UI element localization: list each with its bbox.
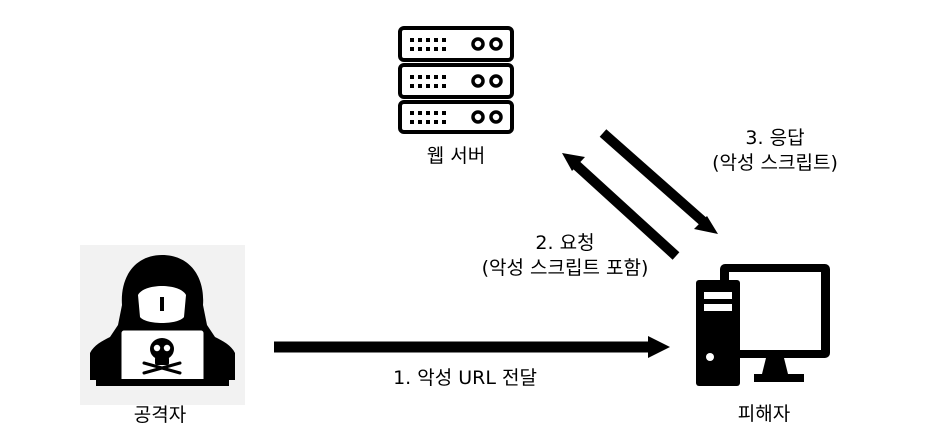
step3-label: 3. 응답: [745, 127, 805, 149]
step1-label: 1. 악성 URL 전달: [393, 367, 537, 389]
step2-label: 2. 요청: [535, 232, 595, 254]
attacker-label: 공격자: [133, 404, 187, 426]
arrow-step2: [562, 153, 680, 260]
server-label: 웹 서버: [426, 145, 486, 167]
step2-sublabel: (악성 스크립트 포함): [481, 257, 649, 279]
hacker-hood-laptop-icon: [80, 245, 245, 405]
server-rack-icon: [398, 26, 514, 134]
desktop-computer-icon: [696, 264, 830, 386]
arrow-step3: [599, 129, 718, 234]
victim-label: 피해자: [737, 403, 791, 425]
step3-sublabel: (악성 스크립트): [712, 152, 838, 174]
arrow-step1: [274, 336, 670, 358]
